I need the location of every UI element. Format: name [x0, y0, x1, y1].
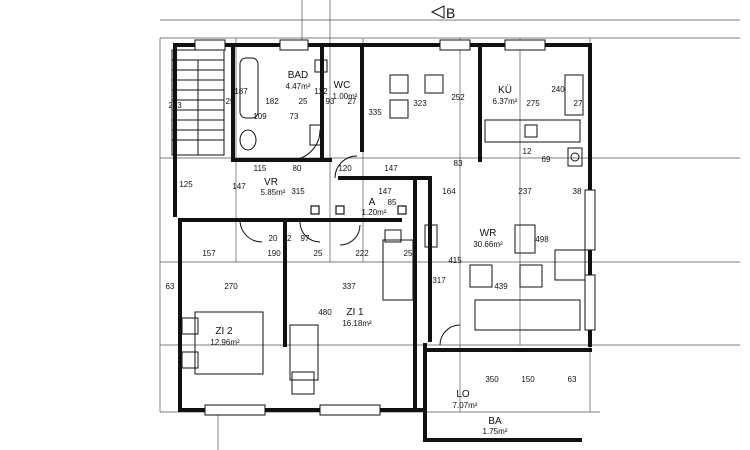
dimension-label: 122	[314, 87, 328, 96]
dimension-label: 12	[283, 234, 292, 243]
dimension-label: 147	[384, 164, 398, 173]
dimension-label: 120	[338, 164, 352, 173]
dimension-label: 252	[451, 93, 465, 102]
dimension-label: 263	[168, 101, 182, 110]
room-name-zi1: ZI 1	[346, 307, 364, 318]
room-area-wc: 1.00m²	[333, 92, 358, 101]
room-labels: BAD 4.47m² WC 1.00m² KÜ 6.37m² VR 5.85m²…	[210, 70, 517, 436]
kitchen-fixtures	[389, 74, 584, 167]
room-name-vr: VR	[264, 177, 278, 188]
dimension-label: 157	[202, 249, 216, 258]
dimension-label: 350	[485, 375, 499, 384]
bath-fixtures	[239, 57, 328, 151]
dimension-label: 439	[494, 282, 508, 291]
dimension-label: 275	[526, 99, 540, 108]
dimension-label: 25	[299, 97, 308, 106]
dimension-label: 270	[224, 282, 238, 291]
dimension-label: 115	[254, 164, 267, 173]
dimension-label: 415	[448, 256, 462, 265]
room-area-wr: 30.66m²	[473, 240, 503, 249]
dimension-label: 25	[314, 249, 323, 258]
dimension-label: 73	[290, 112, 299, 121]
section-marker: B	[430, 5, 455, 21]
dimension-label: 109	[253, 112, 267, 121]
room-name-ba: BA	[488, 416, 502, 427]
room-area-a: 1.20m²	[362, 208, 387, 217]
dimension-label: 237	[518, 187, 532, 196]
dimension-label: 337	[342, 282, 356, 291]
dimension-label: 222	[355, 249, 369, 258]
section-marker-label: B	[446, 5, 455, 21]
dimension-label: 25	[226, 97, 235, 106]
room-area-ku: 6.37m²	[493, 97, 518, 106]
room-name-zi2: ZI 2	[215, 326, 233, 337]
dimension-label: 63	[166, 282, 175, 291]
dimension-label: 335	[368, 108, 382, 117]
grid-lines	[159, 0, 740, 450]
dimension-label: 147	[378, 187, 392, 196]
dimension-label: 63	[568, 375, 577, 384]
room-area-zi2: 12.96m²	[210, 338, 240, 347]
dimension-label: 125	[179, 180, 193, 189]
dimension-label: 27	[348, 97, 357, 106]
room-name-a: A	[369, 197, 376, 208]
dimension-label: 480	[318, 308, 332, 317]
stair	[171, 49, 225, 156]
door-swings	[239, 129, 461, 346]
windows	[194, 39, 596, 416]
room-name-wr: WR	[480, 228, 497, 239]
dimension-label: 69	[542, 155, 551, 164]
dimension-label: 182	[265, 97, 279, 106]
room-name-ku: KÜ	[498, 84, 512, 96]
dimension-label: 240	[551, 85, 565, 94]
dimension-label: 83	[454, 159, 463, 168]
dimension-label: 150	[521, 375, 535, 384]
room-name-lo: LO	[456, 389, 470, 400]
dimension-label: 97	[301, 234, 310, 243]
dimension-label: 147	[232, 182, 246, 191]
dimension-label: 315	[291, 187, 305, 196]
room-area-vr: 5.85m²	[261, 188, 286, 197]
room-area-zi1: 16.18m²	[342, 319, 372, 328]
room-area-lo: 7.07m²	[453, 401, 478, 410]
columns	[310, 205, 407, 215]
dimension-label: 85	[388, 198, 397, 207]
room-name-bad: BAD	[288, 70, 309, 81]
bedroom-furniture	[181, 229, 414, 395]
dimension-label: 38	[573, 187, 582, 196]
dimension-label: 20	[269, 234, 278, 243]
dimension-label: 317	[432, 276, 446, 285]
dimension-label: 12	[523, 147, 532, 156]
living-furniture	[424, 224, 586, 331]
dimension-label: 498	[535, 235, 549, 244]
dimension-label: 187	[234, 87, 248, 96]
dimension-label: 27	[574, 99, 583, 108]
room-area-bad: 4.47m²	[286, 82, 311, 91]
dimension-label: 25	[404, 249, 413, 258]
room-area-ba: 1.75m²	[483, 427, 508, 436]
dimension-label: 190	[267, 249, 281, 258]
dimension-label: 80	[293, 164, 302, 173]
room-name-wc: WC	[334, 80, 351, 91]
dimension-labels: 263 25 187 182 25 122 93 27 323 252 275 …	[166, 85, 583, 384]
dimension-label: 93	[326, 97, 335, 106]
dimension-label: 323	[413, 99, 427, 108]
dimension-label: 164	[442, 187, 456, 196]
